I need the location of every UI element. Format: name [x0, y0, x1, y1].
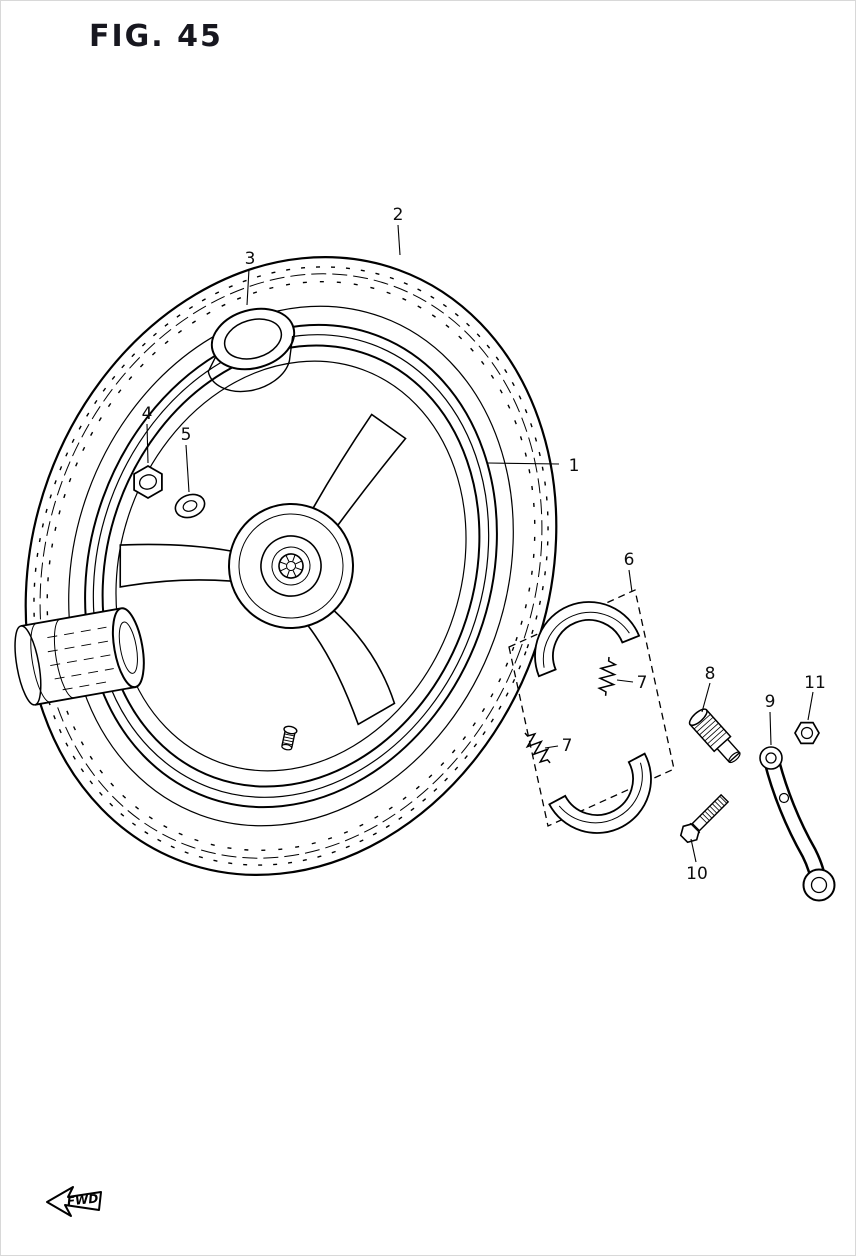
- spokes: [119, 413, 407, 726]
- axle-sleeve: [14, 607, 145, 706]
- callout-6: 6: [624, 550, 635, 570]
- axle-collar: [207, 307, 296, 393]
- callouts: 1 2 3 4 5 6 7 7 8 9 10 11: [142, 205, 826, 884]
- leader-line-5: [185, 444, 190, 493]
- callout-3: 3: [245, 249, 256, 269]
- washer: [174, 493, 206, 519]
- bolt-threads: [699, 795, 728, 824]
- leader-line-7a: [616, 679, 634, 683]
- spoke-lower-right: [306, 609, 396, 726]
- figure-title: FIG. 45: [89, 19, 223, 54]
- callout-7b: 7: [562, 736, 573, 756]
- leader-line-2: [397, 224, 401, 256]
- callout-5: 5: [181, 425, 192, 445]
- brake-spring-upper: [597, 656, 618, 696]
- camshaft-knurl: [693, 713, 727, 748]
- arm-nut: [794, 721, 820, 745]
- leader-line-4: [146, 423, 149, 464]
- hub: [228, 503, 354, 629]
- fwd-arrow: FWD: [46, 1186, 102, 1217]
- brake-shoe-upper: [534, 601, 641, 678]
- leader-line-9: [769, 711, 772, 746]
- pivot-bolt: [679, 793, 730, 844]
- leader-line-10: [690, 838, 697, 863]
- axle-splines: [279, 554, 303, 578]
- brake-camshaft: [688, 708, 741, 764]
- spoke-lower-left: [119, 543, 232, 588]
- leader-line-3: [246, 268, 250, 306]
- leader-line-6: [628, 569, 633, 593]
- valve-stem: [281, 725, 298, 751]
- callout-4: 4: [142, 404, 153, 424]
- callout-8: 8: [705, 664, 716, 684]
- rear-wheel-assembly: [24, 256, 558, 876]
- axle-nut: [133, 464, 163, 500]
- leader-line-1: [487, 462, 560, 465]
- leader-line-7b: [544, 745, 559, 749]
- spoke-upper: [312, 413, 407, 527]
- brake-shoe-lower: [548, 752, 652, 834]
- fwd-label: FWD: [66, 1191, 99, 1208]
- brake-arm: [759, 746, 836, 902]
- callout-2: 2: [393, 205, 404, 225]
- callout-1: 1: [569, 456, 580, 476]
- callout-10: 10: [686, 864, 708, 884]
- brake-detail-box: [508, 589, 675, 827]
- leader-line-11: [807, 691, 814, 721]
- callout-11: 11: [804, 673, 826, 693]
- leader-line-8: [701, 682, 711, 713]
- callout-7a: 7: [637, 673, 648, 693]
- leader-lines: [146, 224, 814, 863]
- brake-spring-lower: [524, 732, 551, 764]
- tire: [24, 256, 558, 876]
- callout-9: 9: [765, 692, 776, 712]
- rim: [92, 334, 490, 798]
